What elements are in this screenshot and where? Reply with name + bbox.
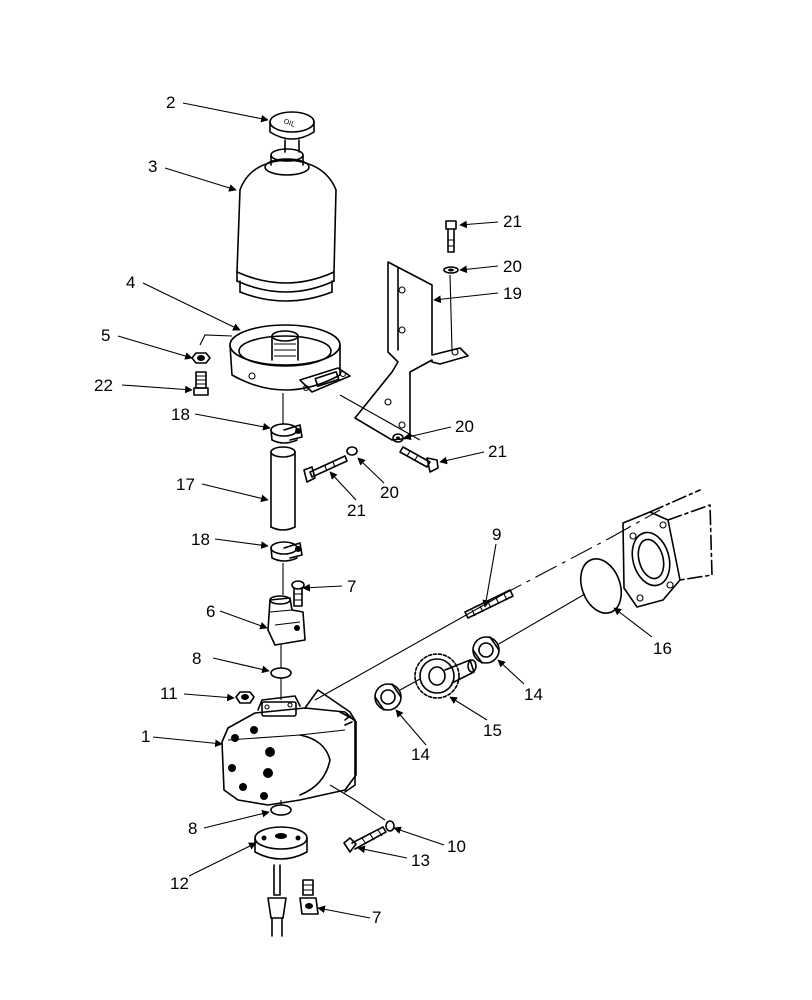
gasket-16: [579, 558, 623, 614]
callout-3: 3: [148, 157, 157, 176]
drive-gear-15: [414, 653, 477, 699]
pump-bolts: [228, 726, 275, 800]
oil-pump-body: [221, 689, 357, 806]
hose-clamp-upper: [270, 423, 303, 444]
callout-21-upper: 21: [503, 212, 522, 231]
callout-4: 4: [126, 273, 135, 292]
callout-13: 13: [411, 851, 430, 870]
callout-10: 10: [447, 837, 466, 856]
engine-housing: [622, 489, 713, 608]
washer-10: [385, 820, 395, 832]
drain-fitting: [267, 864, 287, 937]
callout-19: 19: [503, 284, 522, 303]
bolt-21-right: [399, 446, 439, 473]
filter-head: [229, 324, 351, 393]
flange-12: [254, 826, 308, 860]
callout-17: 17: [176, 475, 195, 494]
mounting-bracket-19: [339, 261, 469, 441]
stud-9: [464, 589, 514, 619]
callout-8-lower: 8: [188, 819, 197, 838]
callout-18-lower: 18: [191, 530, 210, 549]
callout-18-upper: 18: [171, 405, 190, 424]
banjo-bolt-lower: [299, 879, 319, 915]
bearing-14-a: [374, 683, 402, 711]
oil-filter-canister: [236, 148, 337, 302]
washer-20-upper: [443, 266, 459, 274]
nut-and-stud: [191, 334, 233, 396]
washer-20-mid: [392, 433, 404, 443]
callout-7-lower: 7: [372, 908, 381, 927]
callout-7-upper: 7: [347, 577, 356, 596]
callout-20-mid: 20: [455, 417, 474, 436]
leader-lines: [117, 102, 653, 919]
bolt-13: [343, 826, 387, 853]
callout-9: 9: [492, 525, 501, 544]
callout-20-upper: 20: [503, 257, 522, 276]
callout-16: 16: [653, 639, 672, 658]
callout-15: 15: [483, 721, 502, 740]
callout-labels: 2 3 4 5 22 18 17 18 6 7 8 11 1 8 12 7 13…: [94, 93, 672, 927]
o-ring-lower: [270, 804, 292, 816]
oil-tube: [270, 446, 296, 531]
callout-5: 5: [101, 326, 110, 345]
washer-20-left: [346, 446, 358, 456]
callout-6: 6: [206, 602, 215, 621]
banjo-bolt-upper: [291, 580, 305, 607]
callout-2: 2: [166, 93, 175, 112]
callout-8-upper: 8: [192, 649, 201, 668]
callout-22: 22: [94, 376, 113, 395]
callout-20-lower: 20: [380, 483, 399, 502]
nut-11: [235, 691, 255, 704]
filler-cap: OIL: [269, 111, 315, 153]
callout-14-b: 14: [524, 685, 543, 704]
callout-1: 1: [141, 727, 150, 746]
callout-21-lower: 21: [347, 501, 366, 520]
adapter-fitting: [267, 595, 306, 646]
callout-14-a: 14: [411, 745, 430, 764]
hose-clamp-lower: [270, 541, 303, 562]
svg-text:OIL: OIL: [282, 117, 296, 128]
o-ring-upper: [270, 667, 292, 679]
callout-21-right: 21: [488, 442, 507, 461]
bearing-14-b: [472, 636, 500, 664]
callout-11: 11: [160, 684, 178, 703]
bolt-21-left: [303, 455, 348, 483]
bolt-21-upper: [445, 220, 457, 253]
callout-12: 12: [170, 874, 189, 893]
